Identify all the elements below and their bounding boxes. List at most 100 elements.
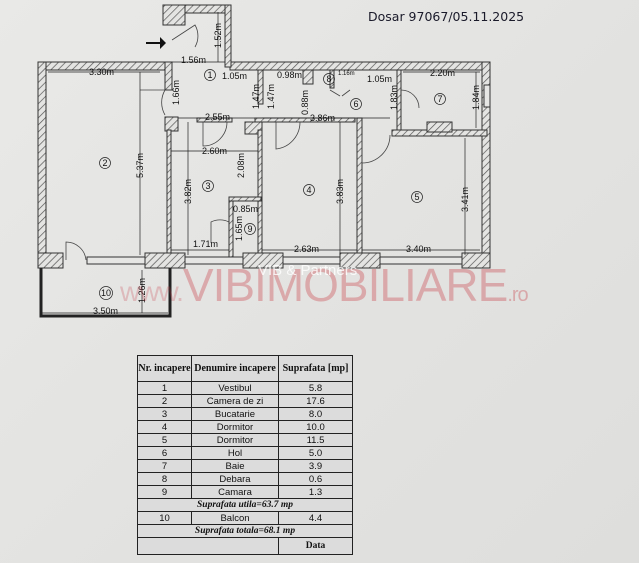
room-number: 7 (437, 94, 442, 104)
total-area-row: Suprafata totala=68.1 mp (137, 524, 353, 538)
room-number: 10 (101, 288, 111, 298)
watermark-partner: VIB & Partners (258, 262, 358, 279)
table-cell: Hol (191, 446, 279, 460)
dim-label: 0.85m (233, 204, 258, 214)
header-denumire: Denumire incapere (191, 355, 279, 382)
dim-label: 1.83m (389, 85, 399, 110)
room-number: 2 (102, 158, 107, 168)
room-number: 4 (306, 185, 311, 195)
table-cell: 10 (137, 511, 192, 525)
dim-label: 5.37m (135, 153, 145, 178)
dim-label: 3.41m (460, 187, 470, 212)
table-cell: 8.0 (278, 407, 353, 421)
table-cell: 3 (137, 407, 192, 421)
table-cell: Camera de zi (191, 394, 279, 408)
dim-label: 2.20m (430, 68, 455, 78)
table-cell: 9 (137, 485, 192, 499)
table-cell: Camara (191, 485, 279, 499)
dim-label: 0.88m (300, 90, 310, 115)
total-area: Suprafata totala=68.1 mp (137, 524, 353, 538)
table-cell: 0.6 (278, 472, 353, 486)
useful-area: Suprafata utila=63.7 mp (137, 498, 353, 512)
table-cell: 5.0 (278, 446, 353, 460)
dim-label: 1.52m (213, 23, 223, 48)
data-row: Data (137, 537, 353, 555)
table-cell: 5 (137, 433, 192, 447)
table-cell: Dormitor (191, 433, 279, 447)
watermark-logo: www.VIBIMOBILIARE.ro (120, 259, 529, 311)
dim-label: 3.40m (406, 244, 431, 254)
dimension-lines (42, 12, 480, 314)
table-cell: 4 (137, 420, 192, 434)
walls (37, 4, 491, 269)
useful-area-row: Suprafata utila=63.7 mp (137, 498, 353, 512)
dim-label: 3.30m (89, 67, 114, 77)
dim-label: 0.98m (277, 70, 302, 80)
dim-label: 1.84m (471, 85, 481, 110)
table-cell: Debara (191, 472, 279, 486)
dim-label: 2.60m (202, 146, 227, 156)
room-number-labels: 1 2 3 4 5 6 7 8 9 10 (101, 70, 443, 298)
table-cell: Dormitor (191, 420, 279, 434)
table-cell: 6 (137, 446, 192, 460)
table-cell (137, 537, 279, 555)
table-cell: 7 (137, 459, 192, 473)
table-cell: 5.8 (278, 381, 353, 395)
table-cell: 4.4 (278, 511, 353, 525)
dim-label: 3.50m (93, 306, 118, 316)
dim-label: 1.65m (234, 216, 244, 241)
doors (65, 24, 420, 261)
rooms-table: Nr. incapere Denumire incapere Suprafata… (137, 355, 353, 555)
table-cell: 17.6 (278, 394, 353, 408)
dim-label: 3.86m (310, 113, 335, 123)
balcony (39, 268, 172, 318)
table-cell: Bucatarie (191, 407, 279, 421)
dim-label: 3.83m (335, 179, 345, 204)
dosar-number: Dosar 97067/05.11.2025 (368, 9, 525, 24)
dim-label: 2.55m (205, 112, 230, 122)
windows (86, 84, 491, 265)
table-cell: 1.3 (278, 485, 353, 499)
dim-label: 1.71m (193, 239, 218, 249)
table-cell: Vestibul (191, 381, 279, 395)
dim-label: 1.47m (266, 84, 276, 109)
header-suprafata: Suprafata [mp] (278, 355, 353, 382)
dim-label: 1.05m (367, 74, 392, 84)
table-cell: Balcon (191, 511, 279, 525)
dim-label: 1.56m (181, 55, 206, 65)
dim-label: 3.82m (183, 179, 193, 204)
table-cell: 3.9 (278, 459, 353, 473)
dim-label: 1.05m (222, 71, 247, 81)
entrance-arrow-icon (146, 37, 166, 49)
room-number: 5 (414, 192, 419, 202)
table-cell: 10.0 (278, 420, 353, 434)
table-cell: 11.5 (278, 433, 353, 447)
room-number: 6 (353, 99, 358, 109)
header-nr: Nr. incapere (137, 355, 192, 382)
room-number: 9 (247, 224, 252, 234)
dim-label: 2.63m (294, 244, 319, 254)
table-header: Nr. incapere Denumire incapere Suprafata… (137, 355, 353, 382)
dim-label: 1.16m (338, 71, 355, 77)
table-cell: 1 (137, 381, 192, 395)
dim-label: 1.66m (171, 80, 181, 105)
dim-label: 2.08m (236, 153, 246, 178)
dimension-labels: 1.52m 1.56m 1.05m 3.30m 1.66m 1.47m 1.47… (89, 23, 481, 316)
room-number: 8 (326, 74, 331, 84)
room-number: 3 (205, 181, 210, 191)
room-number: 1 (207, 70, 212, 80)
table-cell: Baie (191, 459, 279, 473)
data-label: Data (278, 537, 353, 555)
dim-label: 1.26m (137, 278, 147, 303)
room-numbers (99, 69, 446, 300)
